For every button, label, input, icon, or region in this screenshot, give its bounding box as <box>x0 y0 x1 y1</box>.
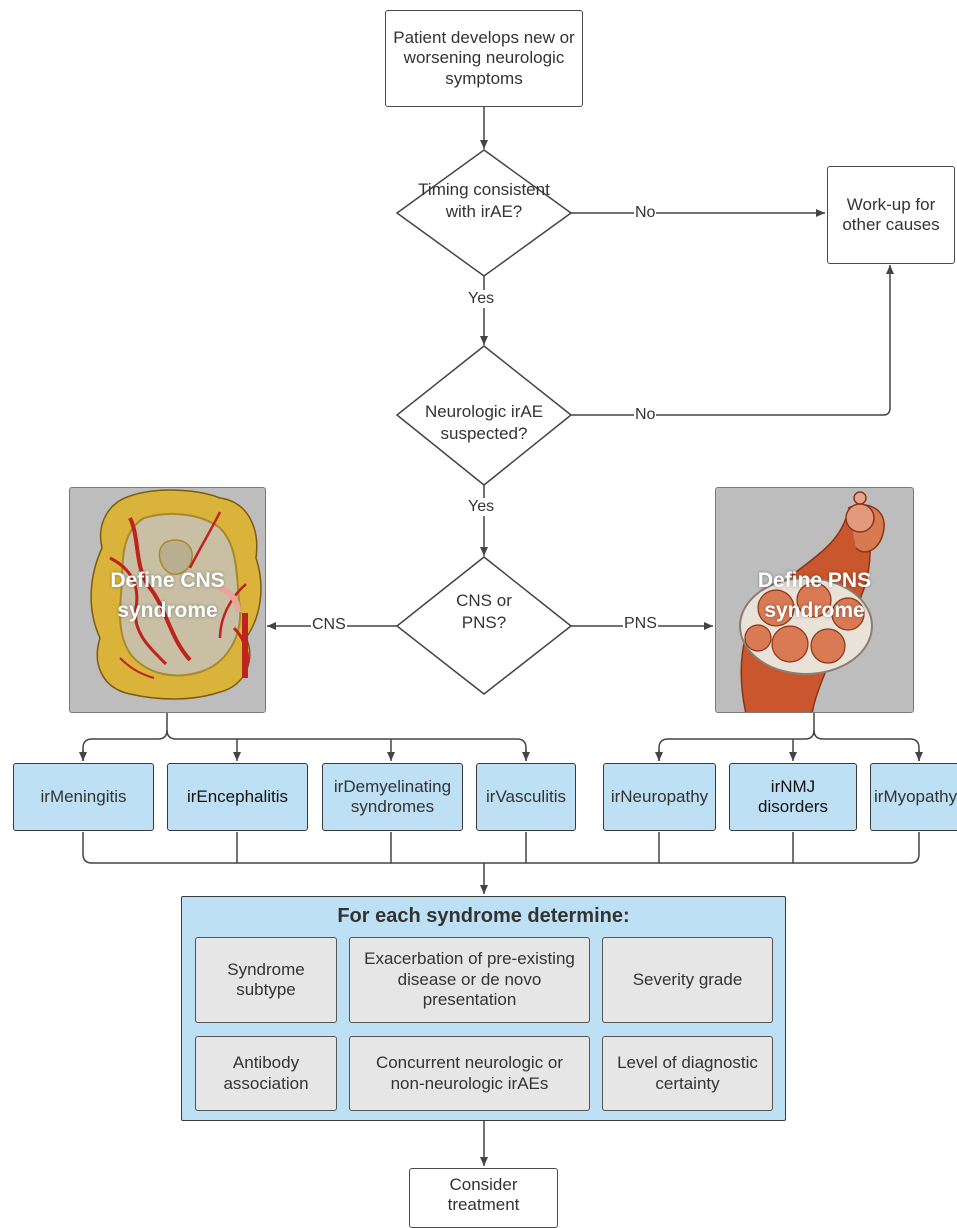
workup-node: Work-up for other causes <box>827 166 955 264</box>
brain-illustration <box>90 489 262 700</box>
item-exacerbation: Exacerbation of pre-existing disease or … <box>349 937 590 1023</box>
start-node: Patient develops new or worsening neurol… <box>385 10 583 107</box>
suspected-decision: Neurologic irAE suspected? <box>424 402 544 444</box>
item-concurrent-label: Concurrent neurologic or non-neurologic … <box>375 1053 564 1093</box>
edge-pns-fan <box>813 713 920 761</box>
syndrome-myopathy: irMyopathy <box>870 763 957 831</box>
item-certainty: Level of diagnostic certainty <box>602 1036 773 1111</box>
syndrome-encephalitis-label: irEncephalitis <box>186 786 289 806</box>
edge-cns-fan <box>166 713 527 761</box>
edge-suspected-workup <box>571 265 894 416</box>
item-exacerbation-label: Exacerbation of pre-existing disease or … <box>364 949 575 1010</box>
define-pns-node: Define PNS syndrome <box>715 487 914 713</box>
treatment-node-label: Consider treatment <box>447 1174 520 1214</box>
suspected-diamond <box>395 345 573 486</box>
cnspns-diamond <box>395 556 573 695</box>
timing-diamond <box>395 149 573 277</box>
define-cns-label: Define CNS syndrome <box>110 569 225 622</box>
edge-label-pns: PNS <box>623 615 658 633</box>
edge-label-no-suspected: No <box>634 406 657 424</box>
syndrome-vasculitis-label: irVasculitis <box>486 786 566 806</box>
edge-label-yes-suspected: Yes <box>467 498 496 516</box>
define-pns-label: Define PNS syndrome <box>757 569 872 622</box>
item-severity-grade-label: Severity grade <box>632 969 743 989</box>
edge-merge <box>82 832 920 864</box>
syndrome-neuropathy-label: irNeuropathy <box>610 786 709 806</box>
syndrome-meningitis-label: irMeningitis <box>40 786 127 806</box>
syndrome-myopathy-label: irMyopathy <box>874 786 957 806</box>
item-certainty-label: Level of diagnostic certainty <box>617 1053 758 1093</box>
syndrome-neuropathy: irNeuropathy <box>603 763 716 831</box>
syndrome-encephalitis: irEncephalitis <box>167 763 308 831</box>
item-syndrome-subtype-label: Syndrome subtype <box>227 959 305 999</box>
edge-label-no-timing: No <box>634 204 657 222</box>
timing-decision: Timing consistent with irAE? <box>418 180 550 222</box>
cnspns-decision: CNS or PNS? <box>456 591 512 632</box>
item-severity-grade: Severity grade <box>602 937 773 1023</box>
item-antibody-label: Antibody association <box>223 1053 309 1093</box>
panel-title: For each syndrome determine: <box>337 905 630 927</box>
syndrome-nmj: irNMJ disorders <box>729 763 857 831</box>
define-cns-node: Define CNS syndrome <box>69 487 266 713</box>
edge-label-yes-timing: Yes <box>467 290 496 308</box>
edge-label-cns: CNS <box>311 616 347 634</box>
muscle-illustration <box>739 491 885 712</box>
workup-node-label: Work-up for other causes <box>842 194 940 234</box>
item-syndrome-subtype: Syndrome subtype <box>195 937 337 1023</box>
syndrome-demyelinating: irDemyelinating syndromes <box>322 763 463 831</box>
item-antibody: Antibody association <box>195 1036 337 1111</box>
item-concurrent: Concurrent neurologic or non-neurologic … <box>349 1036 590 1111</box>
syndrome-meningitis: irMeningitis <box>13 763 154 831</box>
syndrome-demyelinating-label: irDemyelinating syndromes <box>333 776 452 816</box>
treatment-node: Consider treatment <box>409 1168 558 1228</box>
start-node-label: Patient develops new or worsening neurol… <box>393 27 575 88</box>
syndrome-nmj-label: irNMJ disorders <box>758 776 828 816</box>
syndrome-vasculitis: irVasculitis <box>476 763 576 831</box>
